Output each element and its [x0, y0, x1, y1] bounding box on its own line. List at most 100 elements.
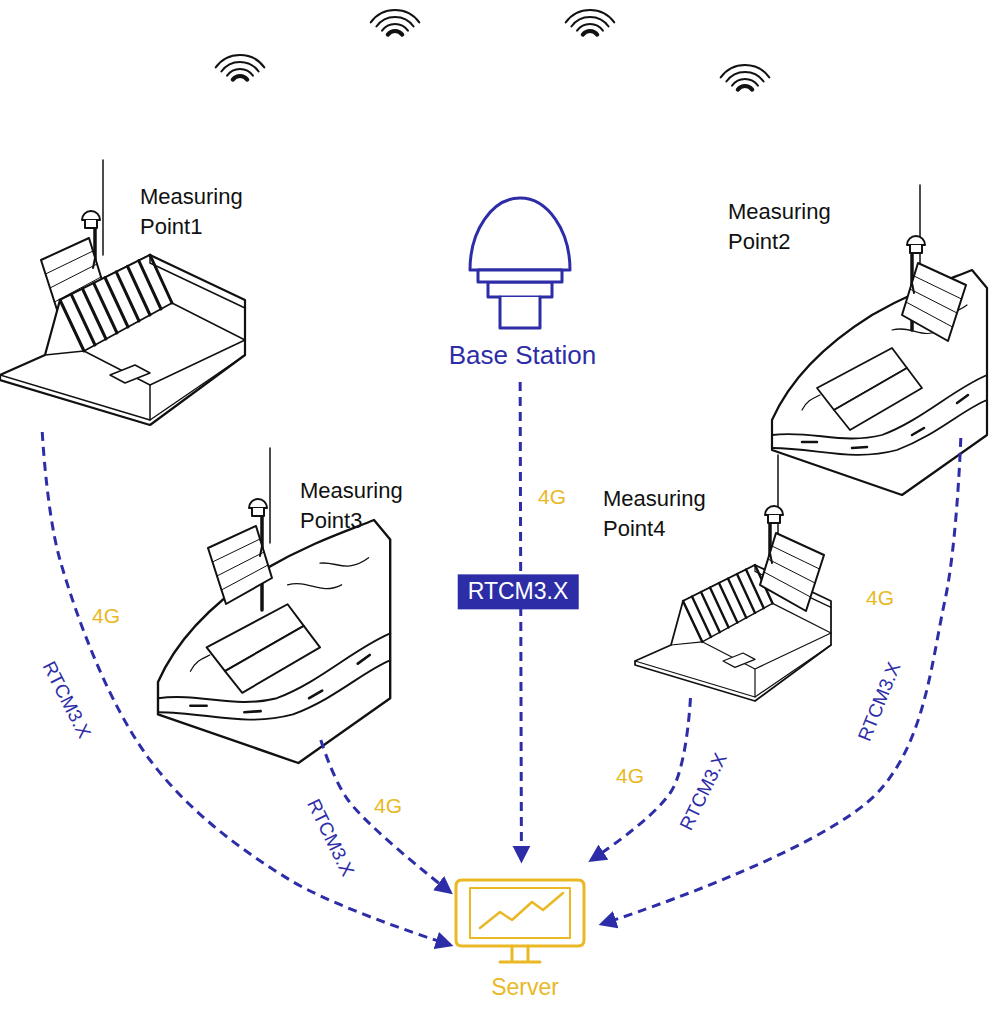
- antenna-base: [768, 515, 780, 523]
- antenna-rim: [478, 270, 562, 282]
- antenna-mount: [500, 297, 540, 328]
- slope-outline: [158, 520, 390, 763]
- node-label: Measuring Point2: [728, 197, 850, 256]
- base-edge: [0, 355, 245, 420]
- gate: [128, 266, 151, 315]
- gnss-antenna: [907, 236, 925, 245]
- wave-arc: [376, 17, 413, 26]
- solar-panel: [902, 263, 966, 341]
- corner: [754, 669, 755, 697]
- panel-grid: [914, 276, 962, 299]
- dam-drawing: [0, 255, 245, 425]
- dashed-connector: [591, 698, 690, 860]
- network-label: 4G: [536, 484, 568, 509]
- monitor-frame: [456, 880, 584, 946]
- wave-arc: [726, 72, 763, 81]
- gate: [71, 294, 95, 345]
- dashed-connector: [520, 382, 521, 860]
- gate: [737, 574, 755, 613]
- panel-grid: [910, 289, 957, 313]
- node-label: Base Station: [440, 338, 605, 373]
- panel-grid: [764, 572, 811, 597]
- panel-grid: [772, 546, 820, 569]
- radio-waves: [371, 10, 420, 35]
- network-label: 4G: [864, 585, 896, 610]
- network-label: 4G: [372, 793, 404, 818]
- panel-grid: [213, 539, 261, 562]
- antenna-collar: [488, 282, 552, 297]
- protocol-label: RTCM3.X: [36, 656, 96, 744]
- apron: [671, 633, 831, 669]
- measuring-point-node: Measuring Point2: [725, 180, 987, 438]
- server-monitor: [456, 880, 584, 962]
- apron: [45, 340, 245, 385]
- dashed-connector: [602, 438, 961, 924]
- outlet: [723, 653, 755, 667]
- gate: [692, 597, 711, 638]
- gate: [683, 601, 702, 642]
- gate: [116, 272, 139, 321]
- network-label: 4G: [90, 603, 122, 628]
- road-mark: [190, 655, 369, 712]
- server-node: Server: [450, 860, 602, 1020]
- gate: [701, 592, 720, 632]
- wave-arc: [382, 24, 408, 31]
- base-edge: [635, 645, 831, 697]
- base-antenna: [470, 198, 570, 328]
- chart-line: [480, 893, 563, 928]
- wave-arc: [371, 10, 420, 22]
- sensor-mast: [902, 185, 966, 341]
- road-edge: [158, 660, 390, 719]
- wave-arc: [732, 79, 758, 86]
- wave-arc: [571, 17, 608, 26]
- solar-panel: [208, 526, 272, 604]
- gate: [746, 570, 764, 609]
- antenna: [102, 160, 104, 255]
- gate: [83, 289, 107, 339]
- wave-arc: [577, 24, 603, 31]
- monitor-screen: [470, 888, 570, 938]
- wave-arc: [583, 31, 598, 35]
- wave-arc: [221, 62, 258, 71]
- radio-waves: [216, 55, 265, 80]
- protocol-label: RTCM3.X: [675, 748, 734, 836]
- gate: [94, 283, 117, 333]
- wave-arc: [738, 86, 753, 90]
- wave-arc: [227, 69, 253, 76]
- road-mark: [802, 395, 968, 448]
- terrace: [225, 626, 320, 693]
- wave-arc: [566, 10, 615, 22]
- gate: [105, 278, 128, 328]
- side-wall: [172, 303, 245, 340]
- node-label: Measuring Point4: [603, 484, 725, 543]
- gnss-antenna: [82, 211, 100, 220]
- node-label: Measuring Point1: [140, 182, 262, 241]
- node-label: Measuring Point3: [300, 476, 422, 535]
- panel-grid: [906, 302, 953, 327]
- spillway-face: [683, 565, 773, 642]
- wave-arc: [721, 65, 770, 77]
- gate: [710, 588, 729, 628]
- panel-arm: [770, 553, 772, 563]
- spillway-face: [60, 255, 172, 351]
- road-edge: [772, 400, 987, 455]
- gate: [719, 583, 737, 623]
- wave-arc: [216, 55, 265, 67]
- node-label: Server: [450, 972, 600, 1003]
- terrace: [834, 368, 922, 430]
- panel-grid: [222, 565, 269, 590]
- sensor-mast: [760, 455, 824, 611]
- antenna-base: [85, 220, 97, 228]
- protocol-label: RTCM3.X: [458, 574, 579, 609]
- base-station-node: Base Station: [440, 190, 607, 382]
- panel-arm: [260, 546, 262, 556]
- gnss-antenna: [765, 506, 783, 515]
- dashed-connector: [42, 432, 450, 945]
- panel-arm: [93, 258, 95, 268]
- dam-outline: [0, 255, 245, 425]
- solar-panel: [760, 533, 824, 611]
- monitor-stand: [500, 946, 540, 962]
